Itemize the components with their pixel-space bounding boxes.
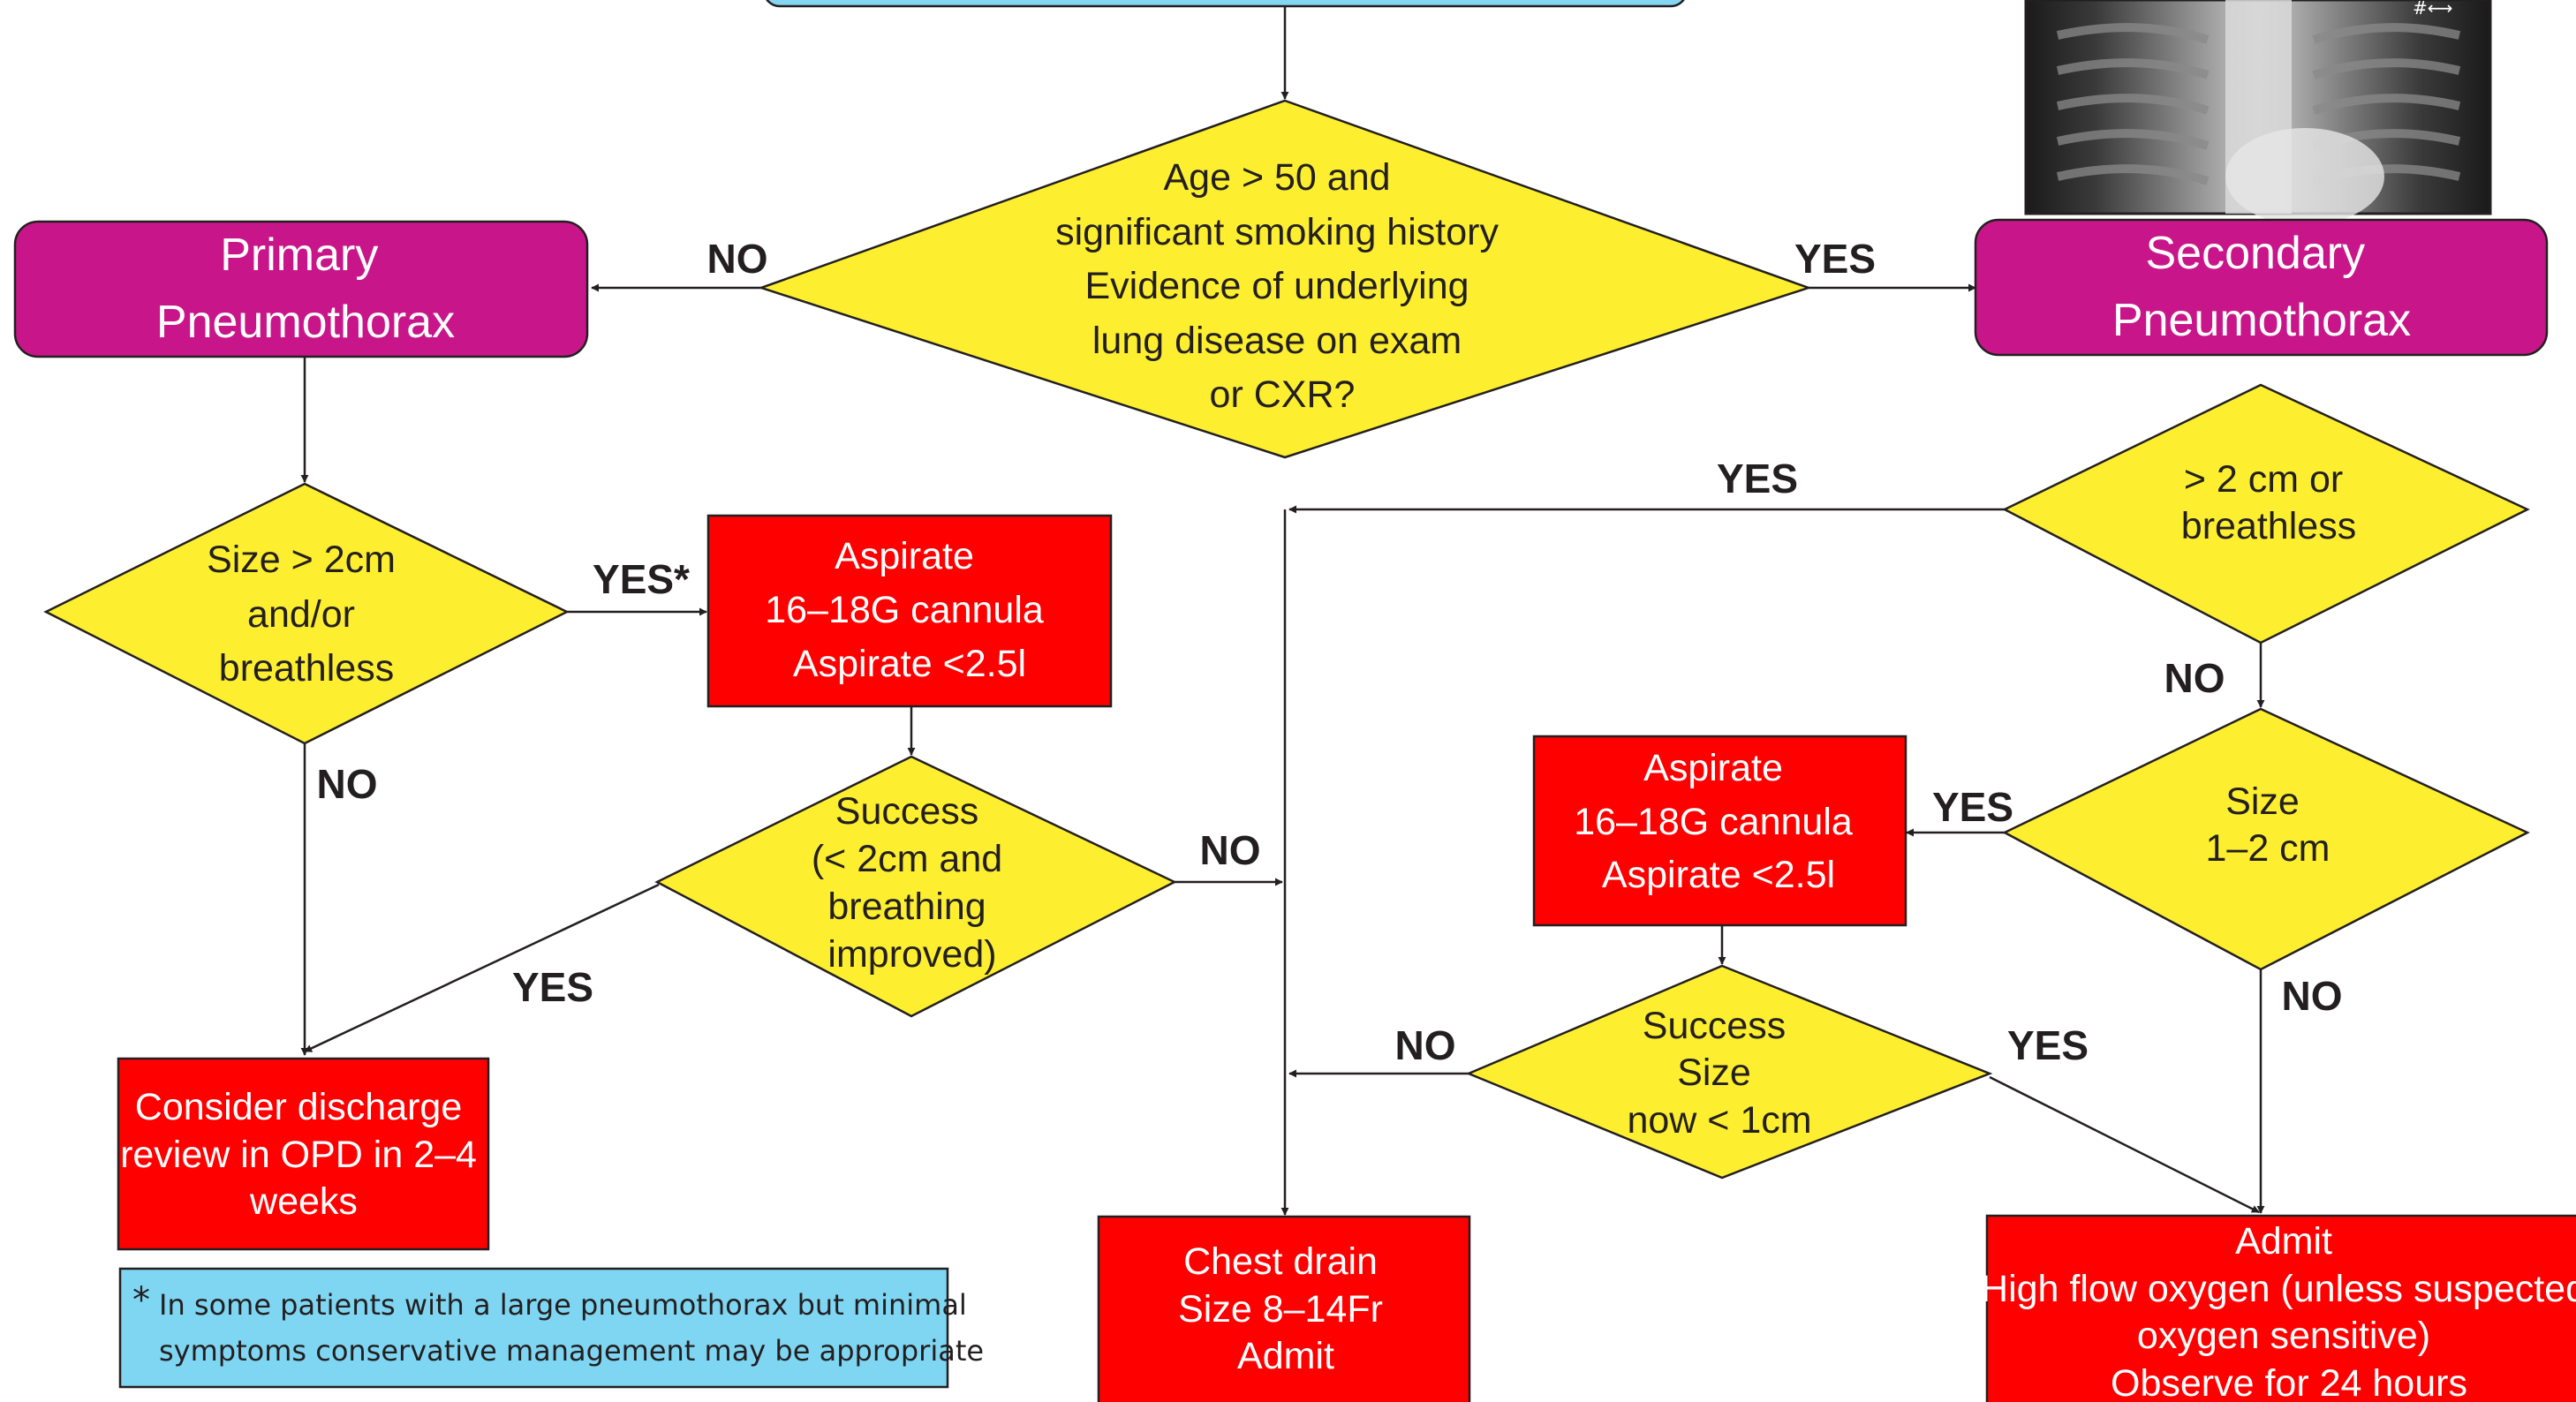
footnote-marker: * bbox=[132, 1280, 150, 1321]
footnote-box bbox=[118, 1267, 949, 1389]
edge-label: NO bbox=[2164, 655, 2225, 701]
decision-success-secondary-line: Size bbox=[1677, 1052, 1751, 1094]
aspirate-primary-text: Aspirate 16–18G cannula Aspirate <2.5l bbox=[765, 535, 1054, 685]
decision-size-primary-line: breathless bbox=[219, 647, 394, 690]
aspirate-secondary-line: Aspirate bbox=[1643, 747, 1783, 789]
admit-box bbox=[1985, 1214, 2576, 1402]
decision-success-primary-line: (< 2cm and bbox=[812, 838, 1002, 880]
edge-label: NO bbox=[707, 236, 768, 282]
decision-size-secondary-line: > 2 cm or bbox=[2184, 458, 2343, 501]
aspirate-secondary-line: Aspirate <2.5l bbox=[1602, 854, 1835, 896]
edge-label: NO bbox=[2282, 973, 2343, 1019]
admit-line: oxygen sensitive) bbox=[2137, 1315, 2430, 1357]
svg-text:#⟷: #⟷ bbox=[2413, 0, 2452, 19]
primary-pneumothorax-line: Primary bbox=[220, 230, 378, 281]
primary-pneumothorax-line: Pneumothorax bbox=[156, 297, 455, 348]
edge-label: YES bbox=[1794, 236, 1876, 282]
decision-size-primary bbox=[43, 482, 570, 745]
chest-drain-text: Chest drain Size 8–14Fr Admit bbox=[1178, 1240, 1394, 1377]
edge-label: NO bbox=[1395, 1022, 1456, 1068]
decision-success-secondary-text: Success Size now < 1cm bbox=[1627, 1005, 1811, 1142]
decision-secondary-risk-line: or CXR? bbox=[1210, 373, 1356, 416]
decision-success-primary-line: breathing bbox=[827, 886, 986, 928]
secondary-pneumothorax-line: Secondary bbox=[2145, 228, 2365, 279]
edge-label: YES bbox=[1932, 784, 2013, 830]
decision-size-primary-line: and/or bbox=[247, 593, 355, 636]
decision-success-secondary-line: now < 1cm bbox=[1627, 1099, 1811, 1142]
edge-label: YES bbox=[512, 964, 593, 1010]
decision-success-secondary bbox=[1465, 964, 1993, 1180]
edge-label: NO bbox=[317, 761, 378, 807]
decision-size-1-2cm-line: 1–2 cm bbox=[2205, 827, 2330, 870]
edge-label: YES bbox=[2007, 1022, 2089, 1068]
primary-pneumothorax-box bbox=[13, 220, 589, 358]
aspirate-primary-box bbox=[706, 514, 1113, 708]
decision-size-1-2cm-text: Size 1–2 cm bbox=[2205, 780, 2330, 870]
decision-secondary-risk-text: Age > 50 and significant smoking history… bbox=[1055, 156, 1509, 416]
decision-secondary-risk-line: Age > 50 and bbox=[1164, 156, 1391, 199]
discharge-line: weeks bbox=[249, 1180, 358, 1223]
chest-drain-line: Admit bbox=[1237, 1335, 1334, 1377]
aspirate-secondary-box bbox=[1532, 735, 1907, 927]
aspirate-primary-line: Aspirate bbox=[835, 535, 974, 577]
chest-xray-image: #⟷ bbox=[2024, 0, 2492, 225]
decision-size-secondary-text: > 2 cm or breathless bbox=[2181, 458, 2356, 547]
top-start-box bbox=[766, 0, 1685, 8]
admit-line: High flow oxygen (unless suspected bbox=[1981, 1268, 2576, 1310]
decision-size-1-2cm bbox=[2002, 707, 2530, 971]
chest-drain-line: Chest drain bbox=[1183, 1240, 1378, 1283]
discharge-line: Consider discharge bbox=[135, 1086, 462, 1128]
decision-size-secondary bbox=[2002, 383, 2530, 644]
aspirate-primary-line: Aspirate <2.5l bbox=[793, 643, 1026, 685]
edge-label: YES* bbox=[593, 556, 690, 602]
decision-success-secondary-line: Success bbox=[1643, 1005, 1787, 1047]
footnote-line: In some patients with a large pneumothor… bbox=[159, 1288, 967, 1322]
chest-drain-line: Size 8–14Fr bbox=[1178, 1288, 1383, 1330]
discharge-line: review in OPD in 2–4 bbox=[120, 1134, 477, 1176]
admit-text: Admit High flow oxygen (unless suspected… bbox=[1981, 1220, 2576, 1402]
decision-size-1-2cm-line: Size bbox=[2225, 780, 2300, 823]
decision-secondary-risk-line: lung disease on exam bbox=[1092, 320, 1462, 362]
decision-secondary-risk bbox=[758, 99, 1812, 459]
aspirate-secondary-line: 16–18G cannula bbox=[1574, 801, 1853, 843]
secondary-pneumothorax-text: Secondary Pneumothorax bbox=[2112, 228, 2411, 346]
aspirate-secondary-text: Aspirate 16–18G cannula Aspirate <2.5l bbox=[1574, 747, 1863, 896]
decision-size-primary-line: Size > 2cm bbox=[207, 539, 396, 581]
admit-line: Observe for 24 hours bbox=[2111, 1362, 2467, 1402]
footnote-line: symptoms conservative management may be … bbox=[159, 1334, 984, 1368]
decision-secondary-risk-line: significant smoking history bbox=[1055, 211, 1499, 253]
discharge-text: Consider discharge review in OPD in 2–4 … bbox=[120, 1086, 487, 1223]
discharge-box bbox=[117, 1057, 490, 1251]
admit-line: Admit bbox=[2235, 1220, 2332, 1263]
decision-success-primary-line: improved) bbox=[827, 933, 996, 976]
secondary-pneumothorax-box bbox=[1974, 218, 2549, 357]
chest-drain-box bbox=[1097, 1215, 1471, 1402]
decision-success-primary bbox=[654, 755, 1177, 1018]
decision-size-primary-text: Size > 2cm and/or breathless bbox=[207, 539, 406, 690]
decision-success-primary-text: Success (< 2cm and breathing improved) bbox=[812, 790, 1013, 976]
decision-secondary-risk-line: Evidence of underlying bbox=[1084, 265, 1469, 307]
secondary-pneumothorax-line: Pneumothorax bbox=[2112, 295, 2411, 346]
decision-success-primary-line: Success bbox=[835, 790, 979, 833]
footnote-text: In some patients with a large pneumothor… bbox=[159, 1288, 984, 1368]
decision-size-secondary-line: breathless bbox=[2181, 505, 2356, 547]
edge-label: NO bbox=[1200, 827, 1261, 873]
aspirate-primary-line: 16–18G cannula bbox=[765, 589, 1044, 631]
edge-label: YES bbox=[1717, 456, 1798, 501]
primary-pneumothorax-text: Primary Pneumothorax bbox=[156, 230, 455, 348]
